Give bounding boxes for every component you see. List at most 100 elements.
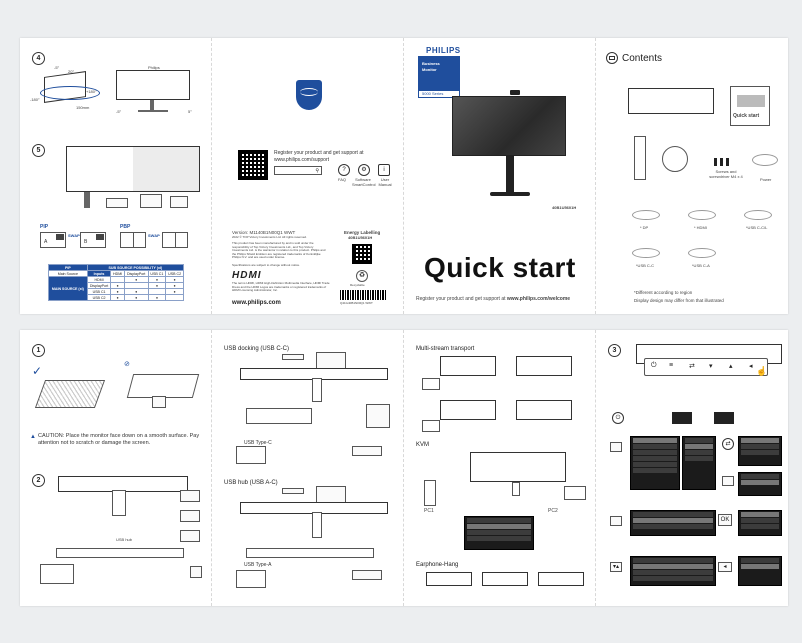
- swivel-left-label: -180°: [30, 97, 40, 102]
- peripheral-2: [180, 510, 200, 522]
- hdmi-trademark-text: The terms HDMI, HDMI High-Definition Mul…: [232, 281, 330, 293]
- power-cable: [752, 154, 778, 166]
- foam-box-illustration: [34, 380, 106, 408]
- screws-label: Screws and screwdriver M4 x 4: [709, 169, 743, 179]
- back-button-icon[interactable]: ◂: [749, 363, 753, 370]
- tilt-forward-label: -5°: [54, 65, 60, 70]
- panel-cover: PHILIPS Business Monitor 5000 Series 40B…: [404, 38, 596, 314]
- panel-osd: 3 ⏻ ≡ ⇄ ▾ ▴ ◂ ☝ ⏻ ⇄: [596, 330, 788, 606]
- pip-label: PIP: [40, 224, 49, 230]
- version-text: Version: M1140B1N00Q1 WWT: [232, 230, 296, 235]
- height-label: 150mm: [76, 105, 90, 110]
- back-icon: ◂: [718, 562, 732, 572]
- screw: [720, 158, 723, 166]
- rear-stand: [312, 512, 322, 538]
- monitor-pip-illustration: [66, 146, 200, 192]
- hdmi-logo: HDMI: [232, 270, 262, 281]
- osd-input-menu[interactable]: [738, 436, 782, 466]
- usb-type-a-label: USB Type-A: [244, 562, 272, 568]
- top-sheet: 4 -5° 20° -180° +180° 150mm Philips -5° …: [20, 38, 788, 314]
- down-button-icon[interactable]: ▾: [709, 363, 713, 370]
- spec-note-text: Specifications are subject to change wit…: [232, 263, 301, 267]
- screw: [726, 158, 729, 166]
- earphone-hang-heading: Earphone-Hang: [416, 562, 459, 568]
- copyright-text: 2022 © TOP Victory Investments Ltd. All …: [232, 235, 307, 239]
- software-label: Software SmartControl: [352, 177, 376, 187]
- monitor-base: [138, 110, 168, 112]
- osd-picture-menu[interactable]: [738, 472, 782, 496]
- table-row-name: USB C2: [86, 294, 112, 301]
- hand-pointer-icon: ☝: [756, 366, 768, 376]
- series-line-1: Business: [422, 61, 440, 66]
- peripheral-1: [180, 490, 200, 502]
- swivel-arrow: [40, 86, 100, 100]
- mst-monitor-1: [440, 356, 496, 376]
- monitor-stand: [84, 192, 90, 208]
- support-qr-code[interactable]: [238, 150, 268, 180]
- product-stand: [506, 156, 514, 194]
- picture-icon: [722, 476, 734, 486]
- ok-button[interactable]: OK: [718, 514, 732, 526]
- power-button-icon[interactable]: ⏻: [651, 362, 657, 369]
- contents-base: [662, 146, 688, 172]
- input-icon: ⇄: [722, 438, 734, 450]
- table-cell: ●: [110, 294, 125, 301]
- pc2-label: PC2: [548, 508, 558, 514]
- series-line-2: Monitor: [422, 67, 437, 72]
- pc2-laptop: [564, 486, 586, 500]
- energy-title: Energy Labelling: [344, 230, 381, 235]
- keyboard: [352, 570, 382, 580]
- contents-title: Contents: [622, 53, 663, 64]
- smartcontrol-icon: ⚙: [358, 164, 370, 176]
- osd-nav-menu[interactable]: [630, 556, 716, 586]
- usb-hub-heading: USB hub (USB A-C): [224, 480, 278, 486]
- osd-sub-menu[interactable]: [682, 436, 716, 490]
- usb-docking-heading: USB docking (USB C-C): [224, 346, 290, 352]
- monitor-facedown-illustration: [126, 374, 200, 398]
- power-outlet: [190, 566, 202, 578]
- osd-button-bar[interactable]: ⏻ ≡ ⇄ ▾ ▴ ◂: [644, 358, 768, 376]
- energy-qr-code[interactable]: [352, 244, 372, 264]
- osd-ok-menu[interactable]: [738, 510, 782, 536]
- step-2: 2: [32, 474, 45, 487]
- panel-support: Register your product and get support at…: [212, 38, 404, 314]
- product-base: [490, 192, 530, 196]
- monitor-stand: [150, 100, 154, 110]
- power-icon: ⏻: [612, 412, 624, 424]
- hub-label: USB hub: [116, 537, 133, 542]
- contents-stand: [634, 136, 646, 180]
- osd-back-menu[interactable]: [738, 556, 782, 586]
- screen-on: [714, 412, 734, 424]
- menu-button-icon[interactable]: ≡: [669, 362, 674, 369]
- input-button-icon[interactable]: ⇄: [689, 363, 695, 370]
- ports-panel: [56, 548, 184, 558]
- pbp-b-screen: [162, 232, 188, 248]
- product-monitor-image: [452, 96, 566, 156]
- nav-arrows-icon: ▾▴: [610, 562, 622, 572]
- screw: [714, 158, 717, 166]
- step-5: 5: [32, 144, 45, 157]
- pip-b-screen: B: [80, 232, 106, 248]
- support-search-box[interactable]: ⚲: [274, 166, 322, 175]
- dp-cable: [632, 210, 660, 220]
- usbcc-cable: [744, 210, 772, 220]
- ports-panel: [246, 548, 374, 558]
- hdmi-label: * HDMI: [694, 225, 707, 230]
- series-badge: Business Monitor: [418, 56, 460, 90]
- kvm-osd-menu[interactable]: [464, 516, 534, 550]
- laptop-hub: [236, 570, 266, 588]
- osd-main-menu[interactable]: [630, 436, 680, 490]
- laptop-3: [170, 196, 188, 208]
- manual-icon: i: [378, 164, 390, 176]
- up-button-icon[interactable]: ▴: [729, 363, 733, 370]
- multi-stream-heading: Multi-stream transport: [416, 346, 475, 352]
- recycle-icon: ♻: [356, 270, 368, 282]
- check-icon: ✓: [32, 364, 43, 378]
- osd-settings-menu[interactable]: [630, 510, 716, 536]
- series-line-3: 5000 Series: [422, 91, 444, 96]
- register-url[interactable]: www.philips.com/welcome: [506, 296, 571, 302]
- monitor-brand-label: Philips: [148, 65, 160, 70]
- table-cell: ●: [147, 294, 167, 301]
- support-register-text: Register your product and get support at…: [274, 150, 364, 163]
- usbca-label: *USB C-A: [692, 263, 710, 268]
